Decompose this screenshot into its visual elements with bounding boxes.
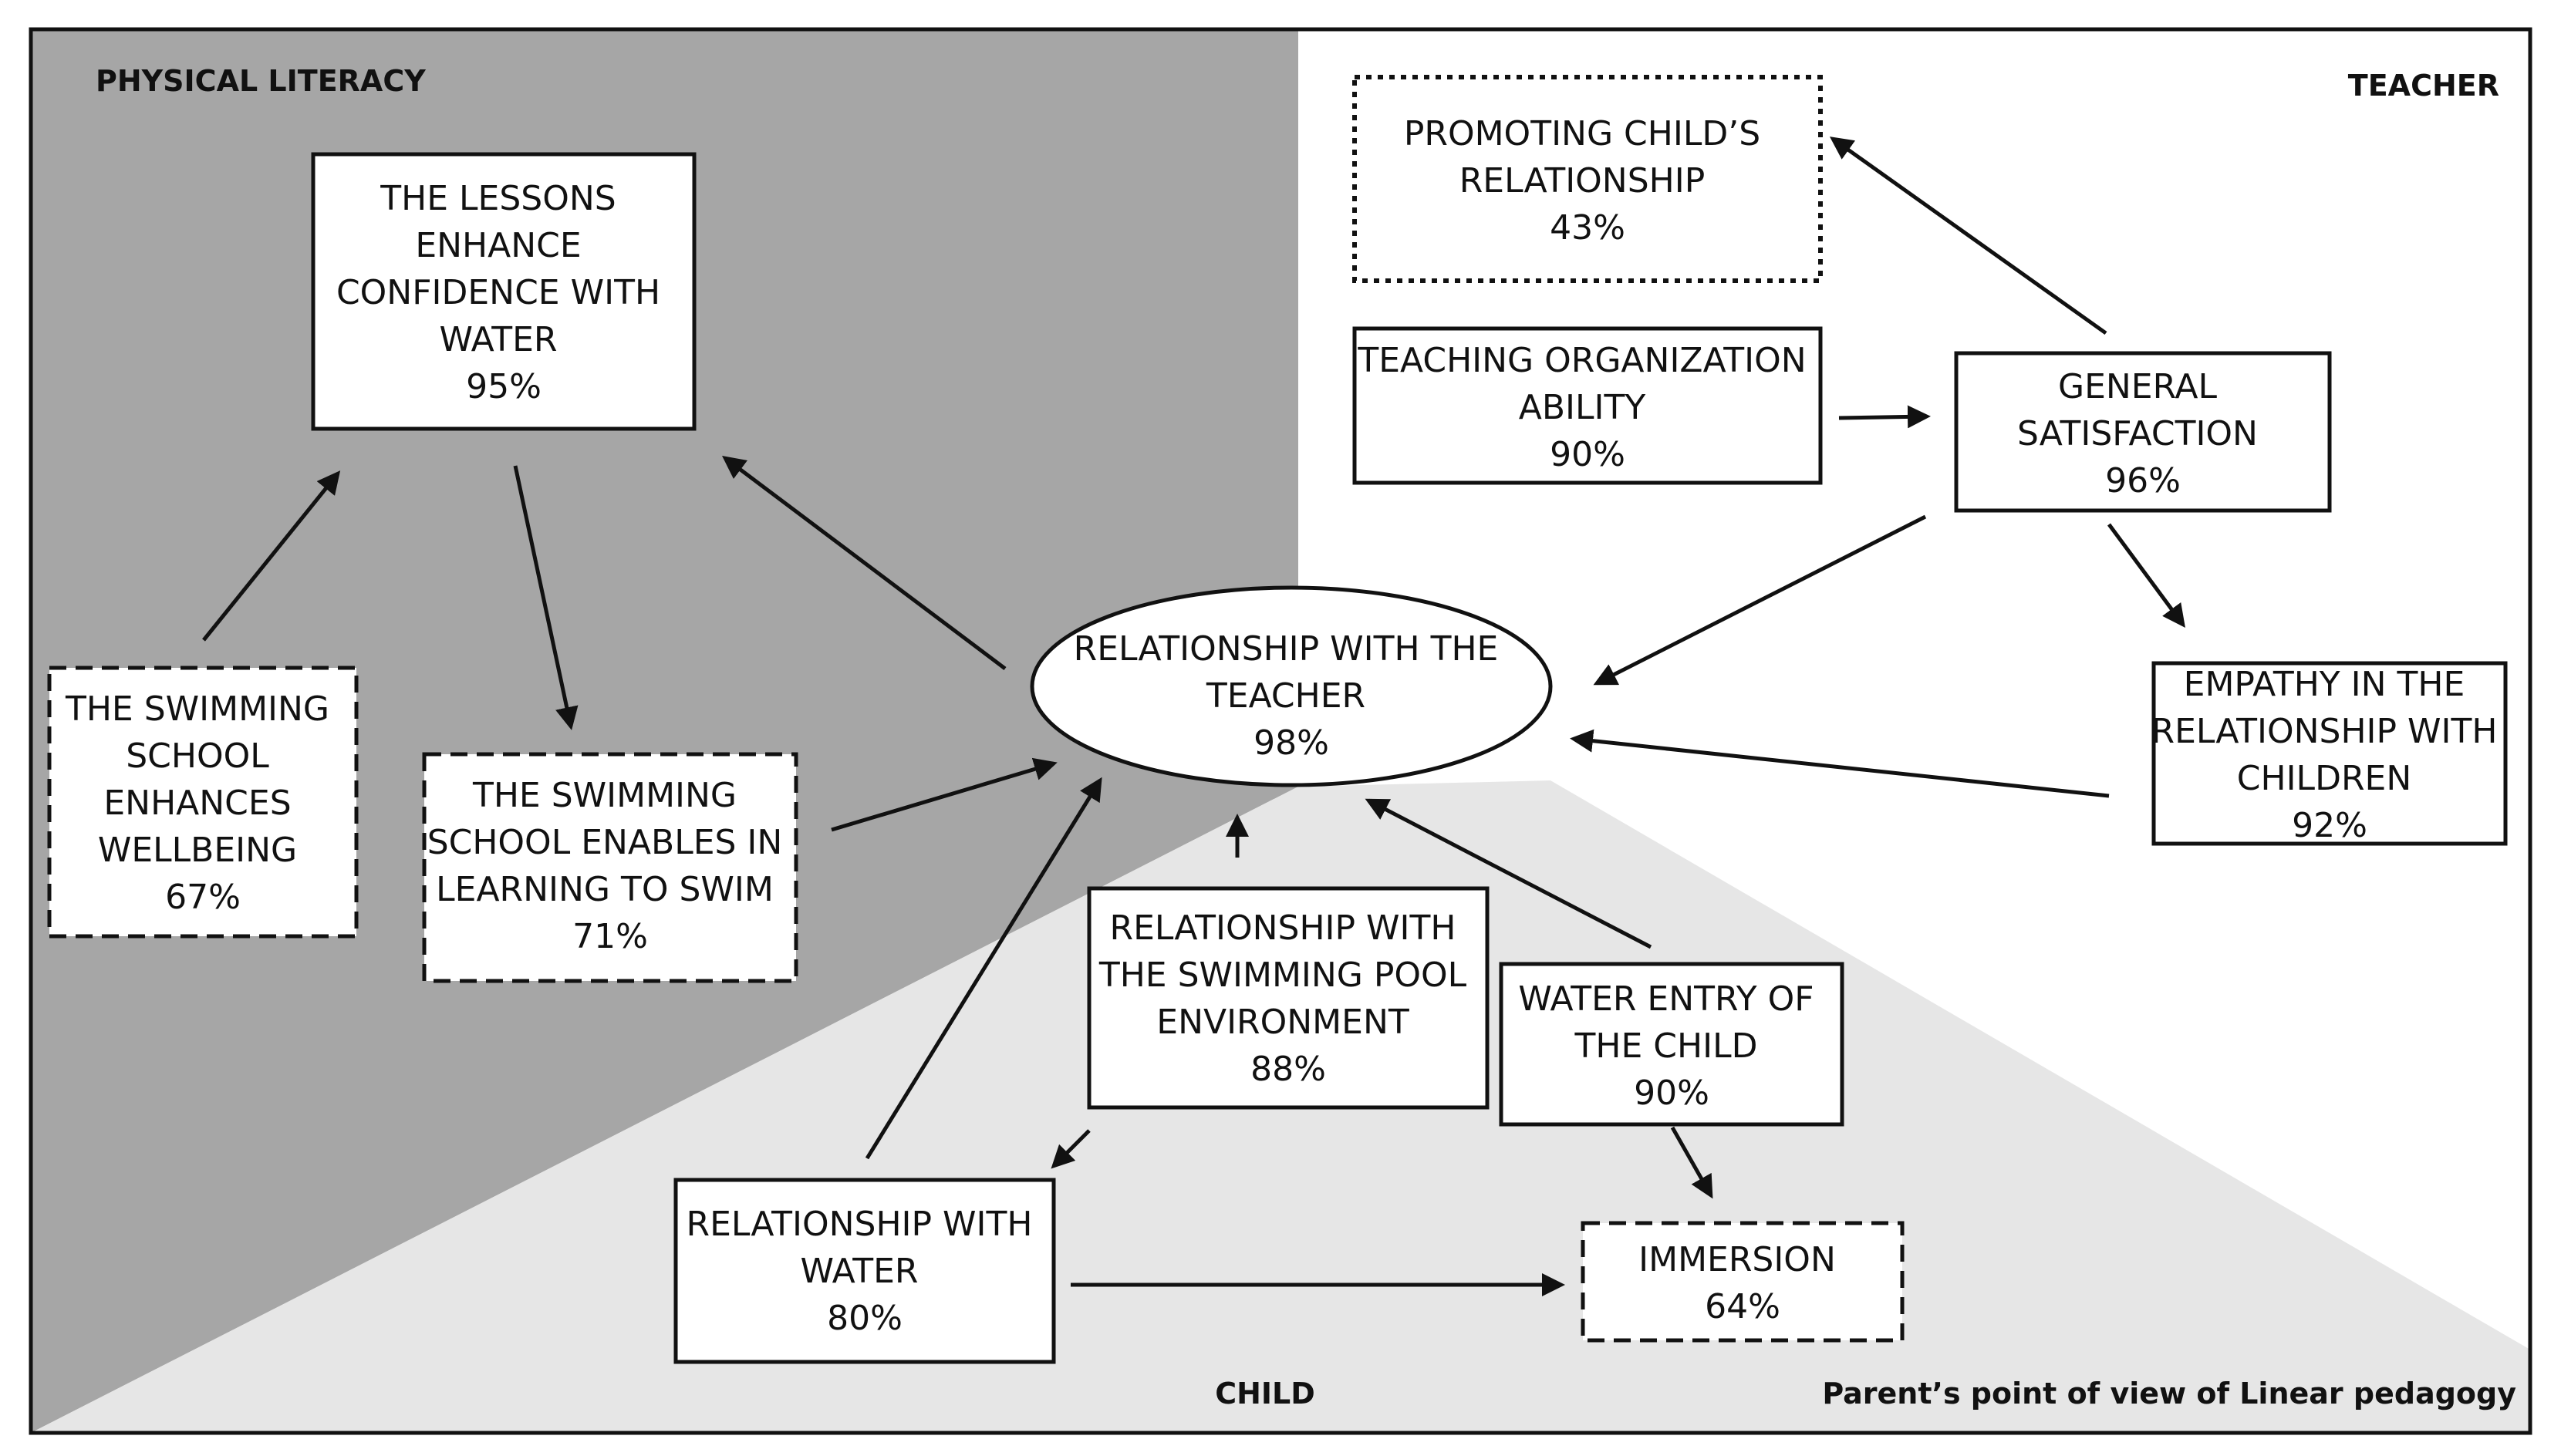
arrow-pool-to-relwater [1051,1129,1091,1169]
node-learning-to-swim: THE SWIMMING SCHOOL ENABLES IN LEARNING … [422,752,798,983]
node-general-satisfaction: GENERAL SATISFACTION 96% [1954,351,2332,513]
svg-text:THE SWIMMING SCHOOL: THE SWIMMING SCHOOL ENHANCES WELLBEING 6… [65,689,340,917]
arrow-waterentry-to-immersion [1670,1126,1713,1199]
arrow-learning-to-teacher [831,757,1058,832]
node-promoting-child-relationship: PROMOTING CHILD’S RELATIONSHIP 43% [1352,75,1823,283]
node-immersion: IMMERSION 64% [1581,1221,1905,1343]
svg-text:THE SWIMMING SCHOOL ENAB: THE SWIMMING SCHOOL ENABLES IN LEARNING … [427,776,794,956]
svg-text:TEACHING ORGANIZATION AB: TEACHING ORGANIZATION ABILITY 90% [1357,341,1817,474]
svg-text:WATER ENTRY OF THE CHILD: WATER ENTRY OF THE CHILD 90% [1518,979,1824,1113]
arrow-organization-to-satisfaction [1838,405,1931,429]
node-teaching-organization: TEACHING ORGANIZATION ABILITY 90% [1352,326,1823,485]
node-lessons-confidence: THE LESSONS ENHANCE CONFIDENCE WITH WATE… [311,152,697,431]
caption: Parent’s point of view of Linear pedagog… [1822,1377,2516,1410]
arrows [202,136,2185,1296]
svg-text:RELATIONSHIP WITH THE SW: RELATIONSHIP WITH THE SWIMMING POOL ENVI… [1098,908,1477,1089]
svg-text:RELATIONSHIP WITH WATER: RELATIONSHIP WITH WATER 80% [687,1205,1044,1338]
svg-text:PROMOTING CHILD’S RELATI: PROMOTING CHILD’S RELATIONSHIP 43% [1404,114,1771,248]
node-water-entry: WATER ENTRY OF THE CHILD 90% [1499,962,1844,1127]
region-label-physical-literacy: PHYSICAL LITERACY [96,64,426,98]
arrow-teacher-to-lessons [722,455,1007,670]
arrow-empathy-to-teacher [1570,729,2110,798]
svg-text:RELATIONSHIP WITH THE TE: RELATIONSHIP WITH THE TEACHER 98% [1074,629,1510,763]
node-pool-environment: RELATIONSHIP WITH THE SWIMMING POOL ENVI… [1087,886,1490,1110]
arrow-relwater-to-teacher [865,777,1102,1160]
svg-text:THE LESSONS ENHANCE: THE LESSONS ENHANCE CONFIDENCE WITH WATE… [336,179,671,406]
arrow-lessons-to-learning [513,465,579,730]
region-label-child: CHILD [1215,1377,1315,1410]
svg-text:EMPATHY IN THE RELATIONS: EMPATHY IN THE RELATIONSHIP WITH CHILDRE… [2151,665,2509,845]
frame-border [29,27,2532,1435]
svg-text:IMMERSION 64%: IMMERSION 64% [1638,1240,1847,1326]
arrow-satisfaction-to-empathy [2107,523,2185,629]
node-empathy: EMPATHY IN THE RELATIONSHIP WITH CHILDRE… [2151,661,2509,846]
region-label-teacher: TEACHER [2348,69,2499,103]
svg-text:GENERAL SATISFACTION: GENERAL SATISFACTION 96% [2017,367,2269,501]
arrow-wellbeing-to-lessons [202,470,341,642]
arrow-satisfaction-to-teacher [1593,514,1927,686]
arrow-satisfaction-to-promoting [1829,136,2107,335]
node-wellbeing: THE SWIMMING SCHOOL ENHANCES WELLBEING 6… [47,666,359,939]
node-relationship-teacher: RELATIONSHIP WITH THE TEACHER 98% [1030,585,1553,787]
arrow-waterentry-to-teacher [1365,798,1652,949]
node-relationship-water: RELATIONSHIP WITH WATER 80% [673,1178,1056,1364]
